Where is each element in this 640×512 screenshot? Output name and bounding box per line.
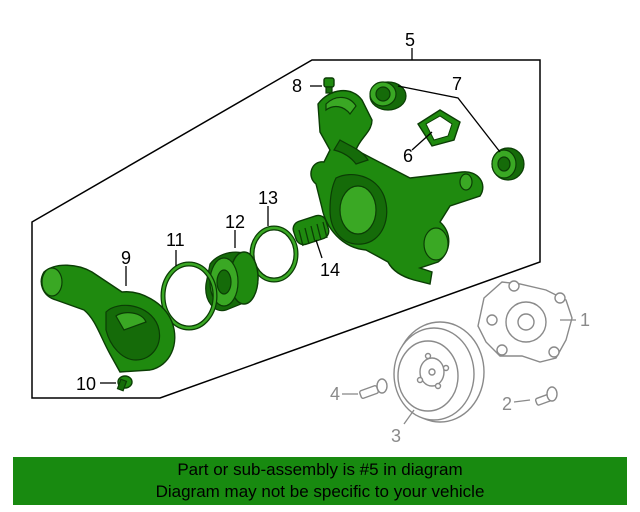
thermostat[interactable] <box>205 251 259 312</box>
callout-11[interactable]: 11 <box>166 230 185 250</box>
callout-2[interactable]: 2 <box>502 394 512 414</box>
gasket[interactable] <box>417 109 461 147</box>
callout-5[interactable]: 5 <box>405 30 415 50</box>
callout-7[interactable]: 7 <box>452 74 462 94</box>
banner-line-disclaimer: Diagram may not be specific to your vehi… <box>155 482 485 501</box>
pulley <box>393 321 485 423</box>
bolt-4 <box>359 378 388 399</box>
parts-diagram: 5 8 7 6 13 12 11 9 14 10 1 4 2 3 <box>31 30 590 446</box>
callout-6[interactable]: 6 <box>403 146 413 166</box>
outlet-pipe[interactable] <box>40 264 176 373</box>
callout-10[interactable]: 10 <box>76 374 96 394</box>
callout-14[interactable]: 14 <box>320 260 340 280</box>
callout-4[interactable]: 4 <box>330 384 340 404</box>
callout-9[interactable]: 9 <box>121 248 131 268</box>
callout-1[interactable]: 1 <box>580 310 590 330</box>
seal-upper[interactable] <box>369 81 407 111</box>
banner-line-assembly: Part or sub-assembly is #5 in diagram <box>177 460 463 479</box>
thermostat-housing[interactable] <box>310 90 484 285</box>
callout-3[interactable]: 3 <box>391 426 401 446</box>
bolt-2 <box>534 386 558 406</box>
bleeder-screw[interactable] <box>323 77 335 94</box>
info-banner: Part or sub-assembly is #5 in diagram Di… <box>13 457 627 505</box>
thermostat-spring[interactable] <box>291 213 331 247</box>
callout-12[interactable]: 12 <box>225 212 245 232</box>
callout-13[interactable]: 13 <box>258 188 278 208</box>
callout-8[interactable]: 8 <box>292 76 302 96</box>
seal-right[interactable] <box>491 147 525 181</box>
bolt-10[interactable] <box>116 375 133 392</box>
water-pump <box>477 280 573 363</box>
assembly-boundary <box>31 59 541 399</box>
